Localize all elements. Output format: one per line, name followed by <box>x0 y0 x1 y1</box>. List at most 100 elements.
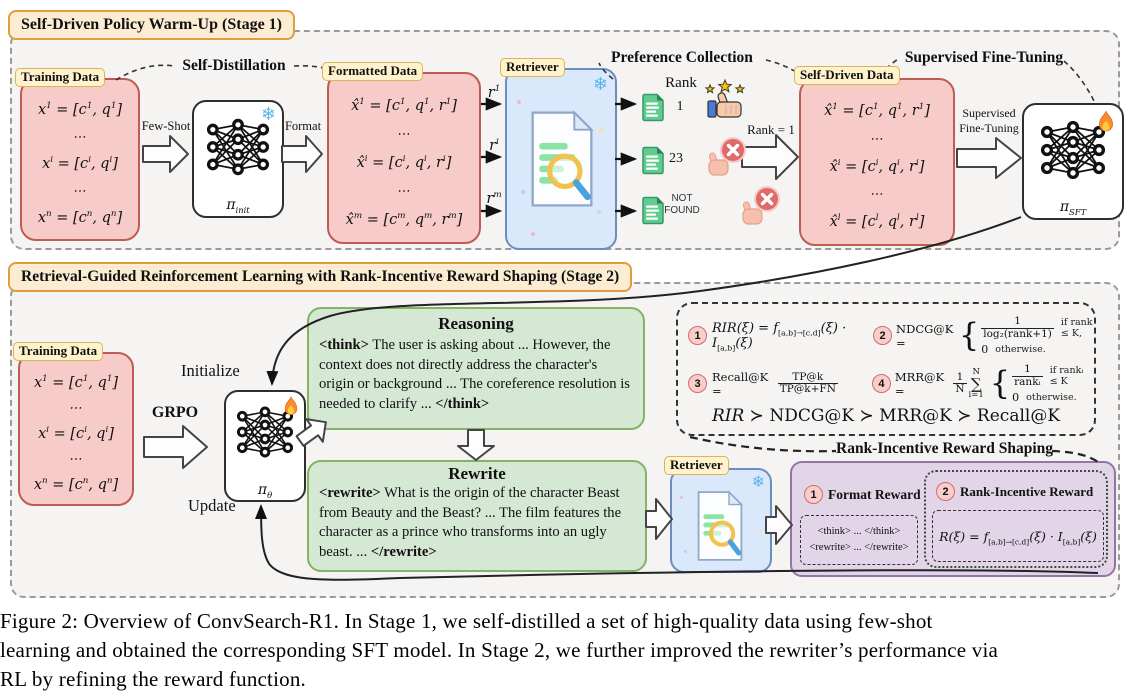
ellipsis: ⋯ <box>396 184 412 199</box>
fire-icon <box>283 396 299 417</box>
stage1-training-data-box: x1 = [c1, q1] ⋯ xi = [ci, qi] ⋯ xn = [cn… <box>20 78 140 241</box>
math-line: xi = [ci, qi] <box>38 424 114 442</box>
stage2-training-data-box: x1 = [c1, q1] ⋯ xi = [ci, qi] ⋯ xn = [cn… <box>18 352 134 506</box>
stage2-training-data-tag: Training Data <box>13 342 104 361</box>
format-reward-label: Format Reward <box>828 486 921 502</box>
pi-sft-model-box: πSFT <box>1022 103 1124 220</box>
ellipsis: ⋯ <box>869 131 885 147</box>
math-line: xn = [cn, qn] <box>37 209 123 227</box>
document-search-icon <box>527 100 597 218</box>
frac-num: 1 <box>956 370 964 383</box>
neural-network-icon <box>206 118 270 176</box>
rank-incentive-reward-group: 2 Rank-Incentive Reward R(ξ) = f[a,b]→[c… <box>924 470 1108 568</box>
condition: if rankᵢ ≤ K <box>1049 365 1084 388</box>
frac-den: log₂(rank+1) <box>981 327 1054 340</box>
sum-lower: i=1 <box>968 389 984 400</box>
pi-theta-model-box: πθ <box>224 390 306 502</box>
ellipsis: ⋯ <box>72 130 88 145</box>
reasoning-title: Reasoning <box>438 314 514 333</box>
frac-den: TP@k+FN <box>777 383 838 396</box>
rewrite-pattern: <rewrite> ... </rewrite> <box>809 542 909 553</box>
condition: if rank ≤ K, <box>1060 317 1093 340</box>
math-line: xn = [cn, qn] <box>33 475 119 493</box>
rejected-icon <box>707 136 747 180</box>
mrr-lhs: MRR@K = <box>894 369 945 398</box>
sum-sigma: ∑ <box>970 374 982 393</box>
frac-num: 1 <box>1024 363 1031 375</box>
rewrite-box: Rewrite <rewrite> What is the origin of … <box>307 460 647 572</box>
stage2-retriever-tag: Retriever <box>664 456 729 475</box>
neural-network-icon <box>1040 120 1106 180</box>
neural-network-icon <box>236 406 294 458</box>
summation: N ∑ i=1 <box>969 368 984 399</box>
format-reward-badge: 1 <box>804 485 823 504</box>
formula-1-badge: 1 <box>688 326 707 346</box>
rank-reward-formula-box: R(ξ) = f[a,b]→[c,d](ξ) · I[a,b](ξ) <box>932 510 1104 562</box>
few-shot-label: Few-Shot <box>141 119 191 133</box>
case-zero: 0 <box>981 342 989 356</box>
frac-den: rankᵢ <box>1012 375 1043 388</box>
sft-arrow-label-line2: Fine-Tuning <box>959 121 1019 135</box>
sft-arrow-label: Supervised Fine-Tuning <box>953 106 1025 136</box>
self-driven-data-tag: Self-Driven Data <box>794 66 900 85</box>
formatted-data-box: x̂1 = [c1, q1, r1] ⋯ x̂i = [ci, qi, ri] … <box>327 72 481 244</box>
stage1-retriever-box: ❄ <box>505 68 617 250</box>
ellipsis: ⋯ <box>72 184 88 199</box>
math-line: x̂i = [ci, qi, ri] <box>829 157 925 175</box>
math-line: x̂l = [cl, ql, rl] <box>829 213 925 231</box>
sft-arrow-label-line1: Supervised <box>962 106 1016 120</box>
rewrite-title: Rewrite <box>448 464 506 483</box>
frac-den: N <box>953 383 967 396</box>
rank-value-23: 23 <box>669 151 683 166</box>
frac-num: TP@k <box>792 370 824 383</box>
grpo-label: GRPO <box>151 404 199 421</box>
reward-box: 1 Format Reward <think> ... </think> <re… <box>790 461 1116 577</box>
stage1-training-data-tag: Training Data <box>15 68 106 87</box>
math-line: x1 = [c1, q1] <box>33 373 119 391</box>
rank-incentive-reward-shaping-heading: Rank-Incentive Reward Shaping <box>836 440 1054 457</box>
caption-line1: Figure 2: Overview of ConvSearch-R1. In … <box>0 609 933 633</box>
document-search-icon <box>694 488 746 564</box>
stage1-title: Self-Driven Policy Warm-Up (Stage 1) <box>8 10 295 40</box>
metric-formula-box: 1 RIR(ξ) = f[a,b]→[c,d](ξ) · I[a,b](ξ) 2… <box>676 302 1096 436</box>
pi-sft-label: πSFT <box>1059 199 1087 217</box>
ellipsis: ⋯ <box>396 127 412 142</box>
math-line: x̂m = [cm, qm, rm] <box>345 210 463 228</box>
condition: otherwise. <box>1026 391 1077 403</box>
math-line: x1 = [c1, q1] <box>37 101 123 119</box>
rewrite-text: <rewrite> What is the origin of the char… <box>319 485 622 560</box>
brace: { <box>989 364 1011 403</box>
pi-init-label: πinit <box>226 197 250 215</box>
format-label: Format <box>284 119 322 133</box>
think-pattern: <think> ... </think> <box>817 526 901 538</box>
ri-arrow-label: ri <box>489 137 499 154</box>
formula-4-badge: 4 <box>871 374 891 394</box>
rir-formula: RIR(ξ) = f[a,b]→[c,d](ξ) · I[a,b](ξ) <box>712 320 847 353</box>
not-found-line2: FOUND <box>664 204 700 216</box>
thumbs-up-stars-icon <box>702 78 748 121</box>
stage2-title: Retrieval-Guided Reinforcement Learning … <box>8 262 633 292</box>
figure-caption: Figure 2: Overview of ConvSearch-R1. In … <box>0 607 1129 694</box>
math-line: x̂1 = [c1, q1, r1] <box>351 96 457 114</box>
self-distillation-heading: Self-Distillation <box>182 57 286 74</box>
r1-arrow-label: r1 <box>487 84 501 101</box>
formatted-data-tag: Formatted Data <box>322 62 424 81</box>
rank-equals-1-label: Rank = 1 <box>747 122 795 137</box>
ellipsis: ⋯ <box>869 187 885 203</box>
ellipsis: ⋯ <box>68 401 84 416</box>
rank-reward-label: Rank-Incentive Reward <box>960 483 1094 499</box>
supervised-fine-tuning-heading: Supervised Fine-Tuning <box>904 49 1064 66</box>
rank-reward-badge: 2 <box>936 482 955 501</box>
case-zero: 0 <box>1012 390 1020 404</box>
fire-icon <box>1097 110 1115 134</box>
snowflake-icon: ❄ <box>751 472 765 491</box>
update-label: Update <box>188 496 236 515</box>
rank-reward-formula: R(ξ) = f[a,b]→[c,d](ξ) · I[a,b](ξ) <box>939 528 1097 546</box>
recall-lhs: Recall@K = <box>712 369 769 398</box>
caption-line2: learning and obtained the corresponding … <box>0 638 999 662</box>
math-line: xi = [ci, qi] <box>42 155 118 173</box>
metric-ordering: RIR ≻ NDCG@K ≻ MRR@K ≻ Recall@K <box>711 406 1061 426</box>
math-line: x̂i = [ci, qi, ri] <box>356 153 452 171</box>
